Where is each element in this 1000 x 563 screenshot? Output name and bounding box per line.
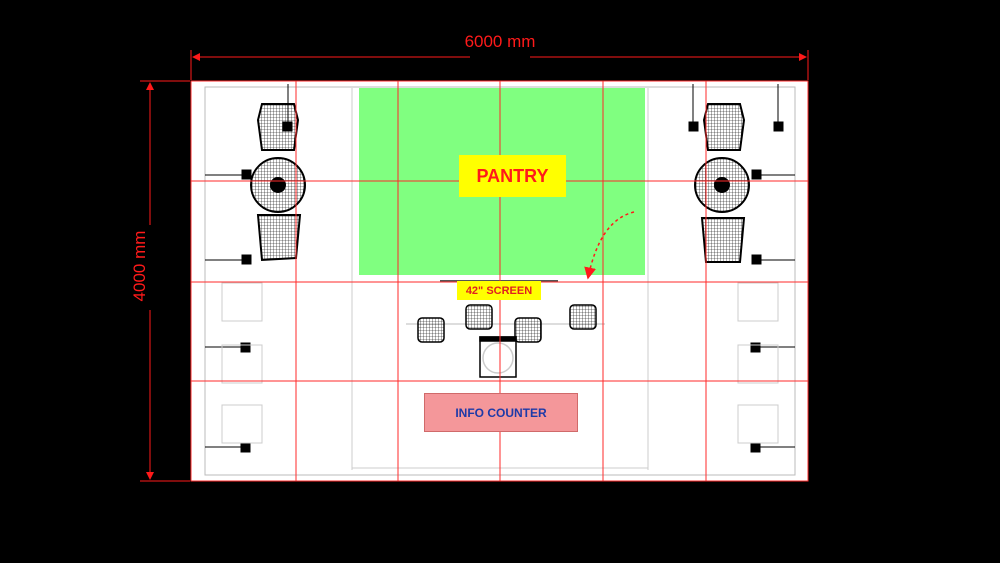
info-counter: INFO COUNTER xyxy=(424,393,578,432)
lounge-right xyxy=(694,103,750,263)
width-dimension xyxy=(190,50,809,80)
armchair xyxy=(700,217,746,263)
width-dimension-label: 6000 mm xyxy=(464,32,536,51)
screen-label: 42" SCREEN xyxy=(457,281,541,300)
spotlights xyxy=(205,84,795,453)
display-plinths xyxy=(221,282,779,444)
lounge-left xyxy=(250,103,306,262)
door-swing-arrow xyxy=(584,211,635,280)
armchair xyxy=(702,103,746,151)
armchair xyxy=(256,214,302,262)
pantry-label: PANTRY xyxy=(459,155,566,197)
height-dimension-label: 4000 mm xyxy=(130,230,149,302)
height-dimension xyxy=(140,80,190,482)
meeting-chairs xyxy=(406,304,605,378)
